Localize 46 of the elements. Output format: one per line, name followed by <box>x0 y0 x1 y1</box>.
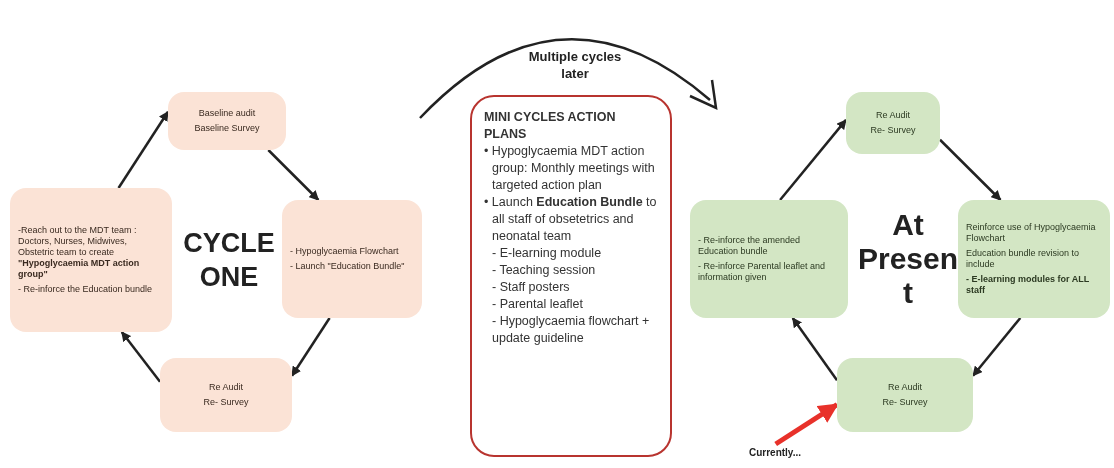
callout-text: Currently... <box>748 445 801 460</box>
step-text: - Teaching session <box>491 262 597 279</box>
arrow <box>779 119 847 201</box>
box-heading: MINI CYCLES ACTION PLANS <box>484 109 617 143</box>
step-text: - Parental leaflet <box>491 296 585 313</box>
step-text: Re Audit <box>875 110 911 121</box>
step-box <box>958 200 1110 318</box>
arrow <box>774 402 839 447</box>
step-text: - Hypoglycaemia Flowchart <box>290 246 400 257</box>
step-text: Baseline Survey <box>193 123 261 134</box>
step-box <box>10 188 172 332</box>
arrow <box>267 149 320 201</box>
step-text: Re Audit <box>208 382 244 393</box>
cycle-title: At Present <box>856 208 960 310</box>
cycle-title: CYCLE ONE <box>182 227 276 294</box>
step-text: Re- Survey <box>869 125 917 136</box>
step-text: - Hypoglycaemia flowchart + update guideline <box>491 313 651 347</box>
arrow <box>972 317 1022 377</box>
step-box <box>837 358 973 432</box>
step-text: -Reach out to the MDT team : Doctors, Nurses, Midwives, Obstetric team to create "Hypoglycaemia MDT action group" <box>18 225 141 280</box>
step-text: • Launch Education Bundle to all staff of obsetetrics and neonatal team <box>484 194 658 245</box>
step-box <box>282 200 422 318</box>
arrow <box>117 110 170 189</box>
step-text: Education bundle revision to include <box>966 248 1081 270</box>
step-text: - Re-inforce Parental leaflet and information given <box>698 261 827 283</box>
step-text: - E-learning modules for ALL staff <box>966 274 1090 296</box>
step-box <box>846 92 940 154</box>
step-text: Re- Survey <box>881 397 929 408</box>
step-text: - Re-inforce the Education bundle <box>18 284 154 295</box>
step-box <box>160 358 292 432</box>
arrow <box>290 317 331 377</box>
step-text: - Launch "Education Bundle" <box>290 261 406 272</box>
step-text: Reinforce use of Hypoglycaemia Flowchart <box>966 222 1097 244</box>
step-text: - E-learning module <box>491 245 603 262</box>
step-box <box>168 92 286 150</box>
step-text: - Staff posters <box>491 279 571 296</box>
arrow <box>791 317 838 381</box>
arrow <box>939 138 1002 201</box>
action-plan-box <box>470 95 672 457</box>
arrow <box>120 331 161 383</box>
step-text: Re Audit <box>887 382 923 393</box>
step-text: - Re-inforce the amended Education bundle <box>698 235 802 257</box>
step-text: Re- Survey <box>202 397 250 408</box>
step-text: Baseline audit <box>197 108 257 119</box>
transition-label: Multiple cycles later <box>527 48 623 82</box>
step-box <box>690 200 848 318</box>
